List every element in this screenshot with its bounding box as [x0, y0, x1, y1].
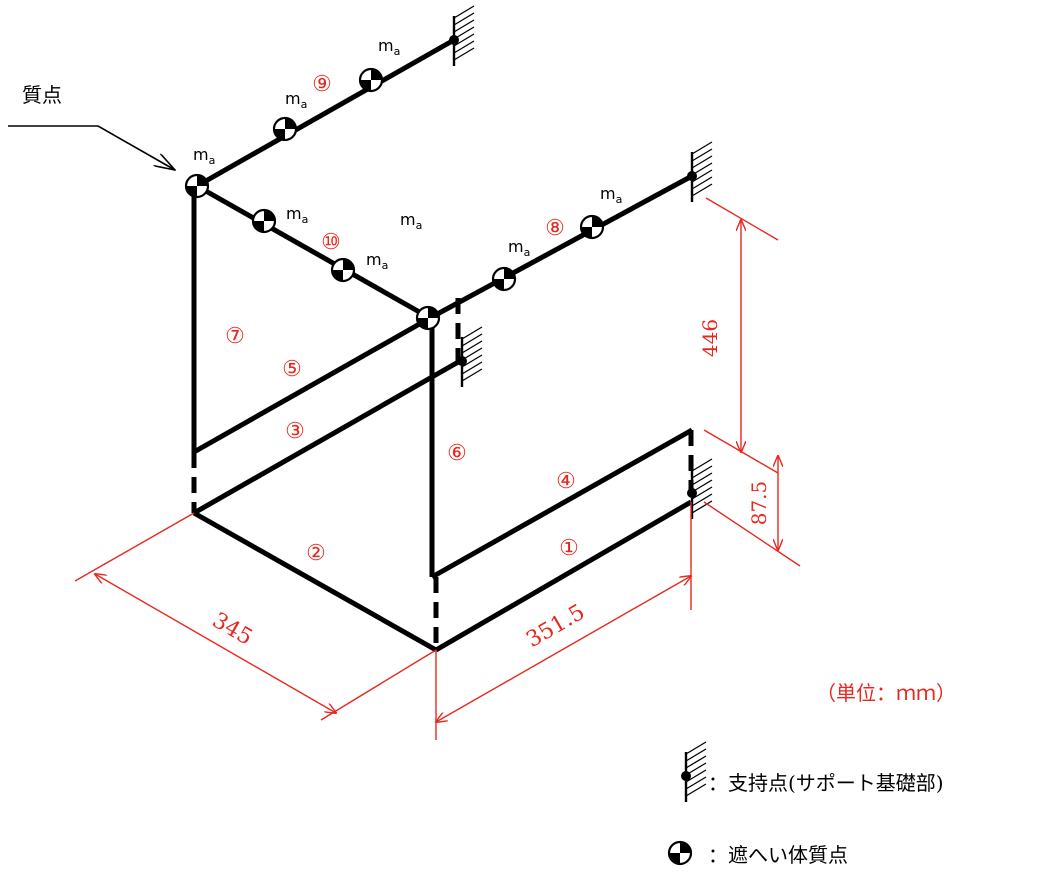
mass-point-icon	[358, 67, 384, 93]
mass-point-icon	[272, 116, 298, 142]
support-anchor-icon	[685, 140, 714, 204]
member-8-line	[428, 173, 694, 321]
dimension-lines	[74, 197, 801, 740]
member-4-line	[430, 427, 694, 580]
extension-line	[74, 512, 195, 582]
mass-labels: ma ma ma ma ma ma ma ma	[193, 36, 622, 272]
mass-label: ma	[285, 89, 307, 111]
mass-point-icon	[330, 257, 356, 283]
dimension-446-value: 446	[698, 319, 722, 357]
mass-label: ma	[193, 145, 215, 167]
member-9-line	[195, 37, 456, 189]
frame-lines	[191, 37, 694, 653]
mass-point-icon	[251, 208, 277, 234]
mass-point-arrow	[8, 125, 175, 170]
member-number: ③	[285, 419, 305, 444]
mass-label: ma	[366, 250, 388, 272]
member-number: ②	[306, 541, 326, 566]
dimension-87-value: 87.5	[747, 481, 771, 526]
member-number: ⑦	[225, 324, 245, 349]
member-number: ①	[559, 536, 579, 561]
dimension-351-line	[436, 576, 691, 722]
mass-point-icon	[415, 305, 441, 331]
dimension-351-value: 351.5	[522, 600, 589, 653]
member-number: ⑩	[321, 230, 341, 255]
member-number: ⑧	[545, 216, 565, 241]
support-anchor-icon	[679, 740, 708, 804]
legend: ：支持点(サポート基礎部) ：遮へい体質点	[667, 740, 944, 867]
unit-label: （単位：ｍｍ）	[816, 681, 956, 705]
legend-support-label: ：支持点(サポート基礎部)	[708, 771, 944, 795]
mass-label: ma	[378, 36, 400, 58]
mass-point-icon	[491, 266, 517, 292]
support-anchor-icon	[455, 325, 484, 389]
member-number: ⑤	[282, 357, 302, 382]
mass-label: ma	[508, 237, 530, 259]
extension-line	[320, 649, 437, 721]
legend-mass-label: ：遮へい体質点	[708, 843, 848, 867]
mass-label: ma	[600, 184, 622, 206]
member-number: ⑥	[447, 441, 467, 466]
support-anchor-icon	[447, 4, 476, 68]
extension-line	[705, 197, 779, 241]
member-number: ④	[556, 469, 576, 494]
member-numbers: ① ② ③ ④ ⑤ ⑥ ⑦ ⑧ ⑨ ⑩	[225, 72, 579, 566]
dimension-345-value: 345	[208, 608, 257, 651]
member-3-line	[192, 358, 462, 516]
mass-point-icon	[184, 173, 210, 199]
mass-point-icon	[667, 840, 693, 866]
mass-point-icon	[579, 214, 605, 240]
dimension-345-line	[95, 574, 336, 713]
extension-line	[703, 501, 801, 567]
mass-point-label: 質点	[22, 83, 62, 107]
mass-label: ma	[400, 210, 422, 232]
member-5-line	[192, 315, 432, 455]
mass-label: ma	[286, 204, 308, 226]
member-10-line	[195, 183, 432, 321]
member-number: ⑨	[312, 72, 332, 97]
